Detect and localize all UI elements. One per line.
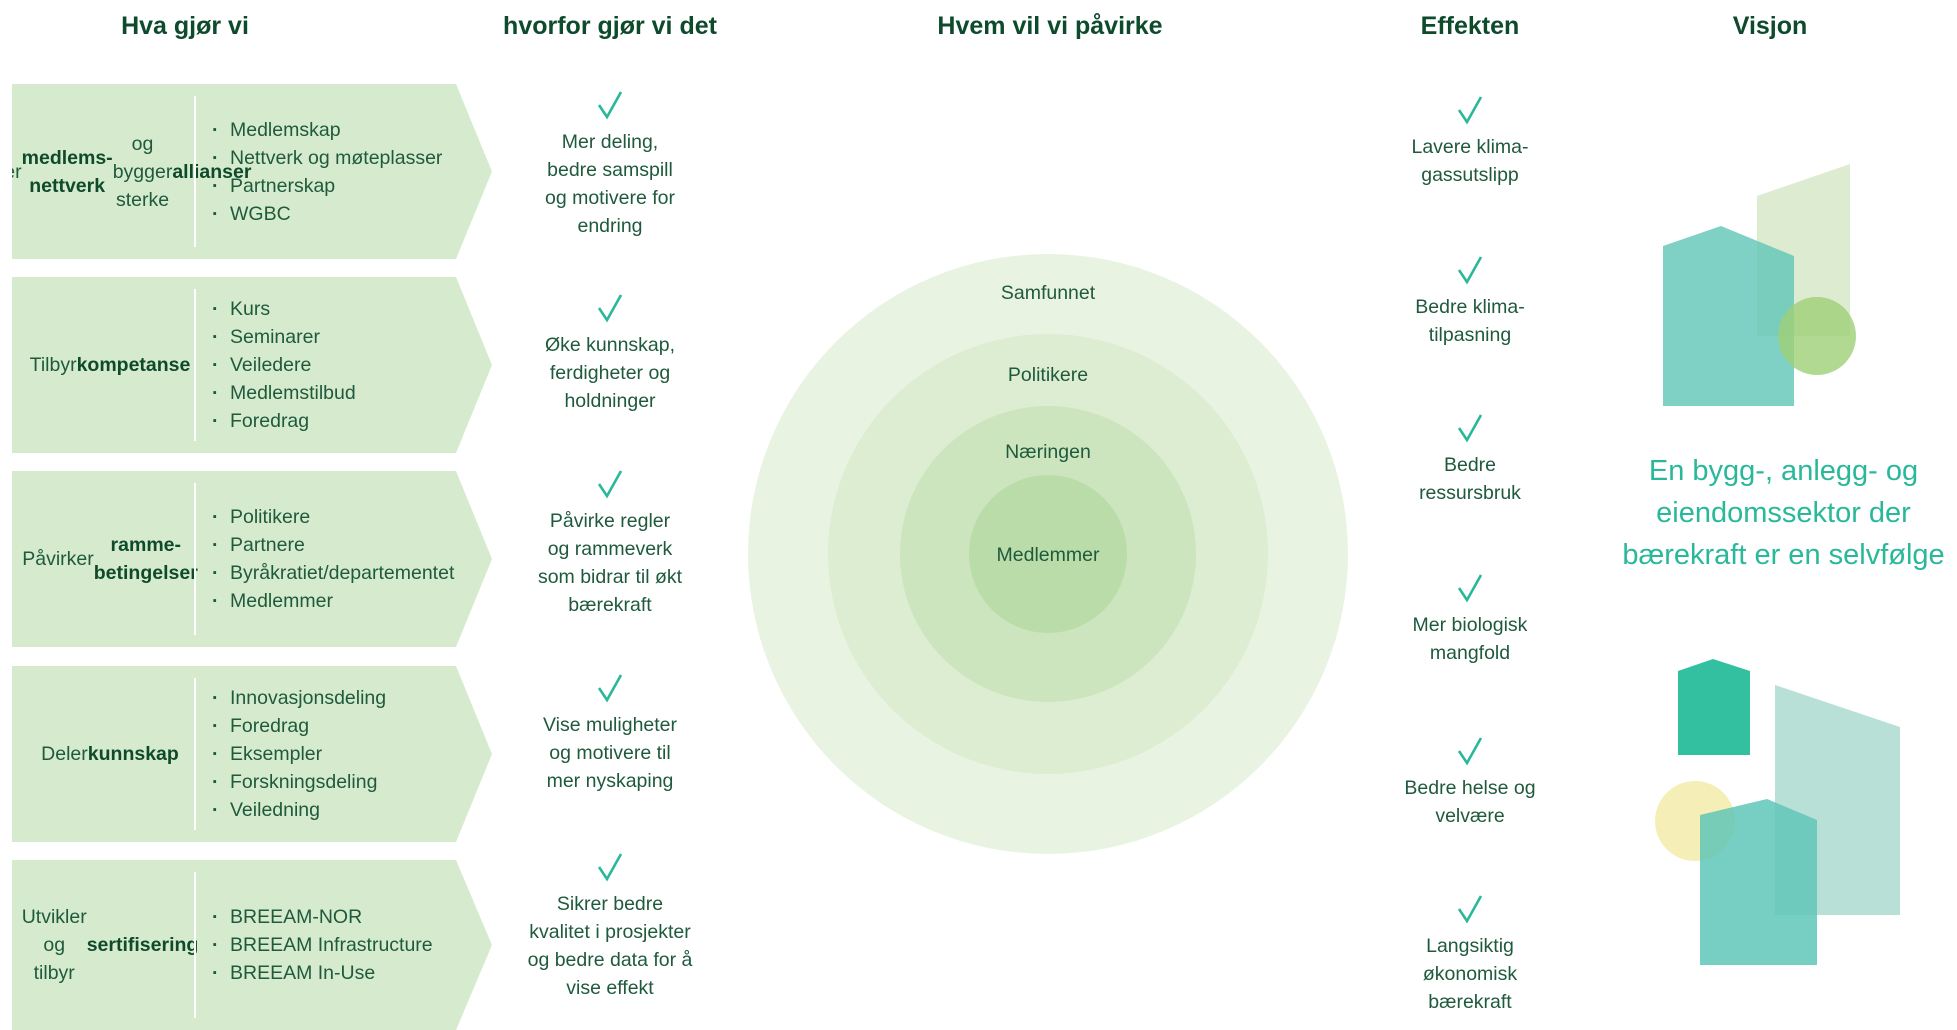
header-effect: Effekten (1420, 12, 1520, 40)
activity-bullet-item: WGBC (212, 200, 442, 228)
reason-item: Øke kunnskap, ferdigheter og holdninger (510, 293, 710, 415)
effect-text: Bedre klima- tilpasning (1415, 296, 1525, 346)
reason-item: Påvirke regler og rammeverk som bidrar t… (510, 469, 710, 619)
activity-arrow: Utvikler ogtilbyrsertifiseringBREEAM-NOR… (12, 860, 492, 1030)
activity-bullet-list: BREEAM-NORBREEAM InfrastructureBREEAM In… (212, 860, 433, 1030)
activity-bullet-item: Eksempler (212, 740, 386, 768)
activity-bullet-item: BREEAM-NOR (212, 903, 433, 931)
activity-divider (194, 96, 196, 247)
activity-bullet-item: BREEAM In-Use (212, 959, 433, 987)
header-why: hvorfor gjør vi det (503, 12, 717, 40)
activity-divider (194, 289, 196, 441)
header-who: Hvem vil vi påvirke (937, 12, 1163, 40)
vision-house-small (1678, 659, 1750, 755)
activity-bullet-item: Nettverk og møteplasser (212, 144, 442, 172)
reason-text: Sikrer bedre kvalitet i prosjekter og be… (527, 893, 693, 999)
vision-shapes-bottom (1655, 659, 1900, 965)
reason-text: Påvirke regler og rammeverk som bidrar t… (537, 510, 683, 616)
activity-bullet-item: Partnere (212, 531, 454, 559)
effect-item: Bedre helse og velvære (1370, 736, 1570, 830)
checkmark-icon (1457, 414, 1483, 443)
reason-item: Mer deling, bedre samspill og motivere f… (510, 90, 710, 240)
ring-inner (969, 475, 1127, 633)
activity-bullet-item: BREEAM Infrastructure (212, 931, 433, 959)
activity-bullet-item: Medlemskap (212, 116, 442, 144)
activity-bullet-item: Forskningsdeling (212, 768, 386, 796)
effect-item: Bedre ressursbruk (1370, 413, 1570, 507)
effect-item: Lavere klima- gassutslipp (1370, 95, 1570, 189)
activity-bullet-item: Innovasjonsdeling (212, 684, 386, 712)
activity-bullet-item: Veiledere (212, 351, 356, 379)
reason-item: Vise muligheter og motivere til mer nysk… (510, 673, 710, 795)
vision-circle-green (1778, 297, 1856, 375)
reason-item: Sikrer bedre kvalitet i prosjekter og be… (510, 852, 710, 1002)
ring-label-third: Næringen (1005, 441, 1091, 463)
activity-bullet-list: KursSeminarerVeiledereMedlemstilbudFored… (212, 277, 356, 453)
checkmark-icon (1457, 574, 1483, 603)
effect-item: Langsiktig økonomisk bærekraft (1370, 894, 1570, 1016)
vision-house-front (1663, 226, 1794, 406)
reason-text: Vise muligheter og motivere til mer nysk… (542, 714, 678, 792)
checkmark-icon (597, 674, 623, 703)
checkmark-icon (597, 91, 623, 120)
activity-bullet-item: Foredrag (212, 407, 356, 435)
effect-item: Mer biologisk mangfold (1370, 573, 1570, 667)
activity-bullet-item: Partnerskap (212, 172, 442, 200)
activity-divider (194, 483, 196, 635)
vision-text: En bygg-, anlegg- og eiendomssektor der … (1622, 455, 1945, 571)
effect-text: Bedre ressursbruk (1419, 454, 1521, 504)
effect-text: Bedre helse og velvære (1404, 777, 1536, 827)
activity-divider (194, 678, 196, 830)
checkmark-icon (1457, 737, 1483, 766)
activity-bullet-item: Medlemmer (212, 587, 454, 615)
activity-bullet-item: Foredrag (212, 712, 386, 740)
activity-divider (194, 872, 196, 1018)
effect-text: Mer biologisk mangfold (1412, 614, 1528, 664)
ring-label-inner: Medlemmer (996, 544, 1100, 566)
reason-text: Øke kunnskap, ferdigheter og holdninger (544, 334, 676, 412)
activity-bullet-list: MedlemskapNettverk og møteplasserPartner… (212, 84, 442, 259)
checkmark-icon (597, 853, 623, 882)
activity-bullet-item: Medlemstilbud (212, 379, 356, 407)
activity-bullet-item: Seminarer (212, 323, 356, 351)
effect-text: Langsiktig økonomisk bærekraft (1422, 935, 1518, 1013)
checkmark-icon (1457, 96, 1483, 125)
header-what: Hva gjør vi (121, 12, 249, 40)
ring-label-outer: Samfunnet (1000, 282, 1096, 304)
checkmark-icon (1457, 256, 1483, 285)
activity-bullet-list: PolitikerePartnereByråkratiet/departemen… (212, 471, 454, 647)
checkmark-icon (597, 294, 623, 323)
effect-text: Lavere klima- gassutslipp (1411, 136, 1529, 186)
checkmark-icon (597, 470, 623, 499)
reason-text: Mer deling, bedre samspill og motivere f… (544, 131, 676, 237)
activity-bullet-item: Politikere (212, 503, 454, 531)
activity-bullet-item: Kurs (212, 295, 356, 323)
header-vision: Visjon (1732, 12, 1808, 40)
activity-bullet-list: InnovasjonsdelingForedragEksemplerForskn… (212, 666, 386, 842)
effect-item: Bedre klima- tilpasning (1370, 255, 1570, 349)
activity-bullet-item: Veiledning (212, 796, 386, 824)
ring-label-second: Politikere (1007, 364, 1089, 386)
activity-bullet-item: Byråkratiet/departementet (212, 559, 454, 587)
vision-house-bottom (1700, 799, 1817, 965)
checkmark-icon (1457, 895, 1483, 924)
vision-shapes-top (1663, 164, 1856, 406)
